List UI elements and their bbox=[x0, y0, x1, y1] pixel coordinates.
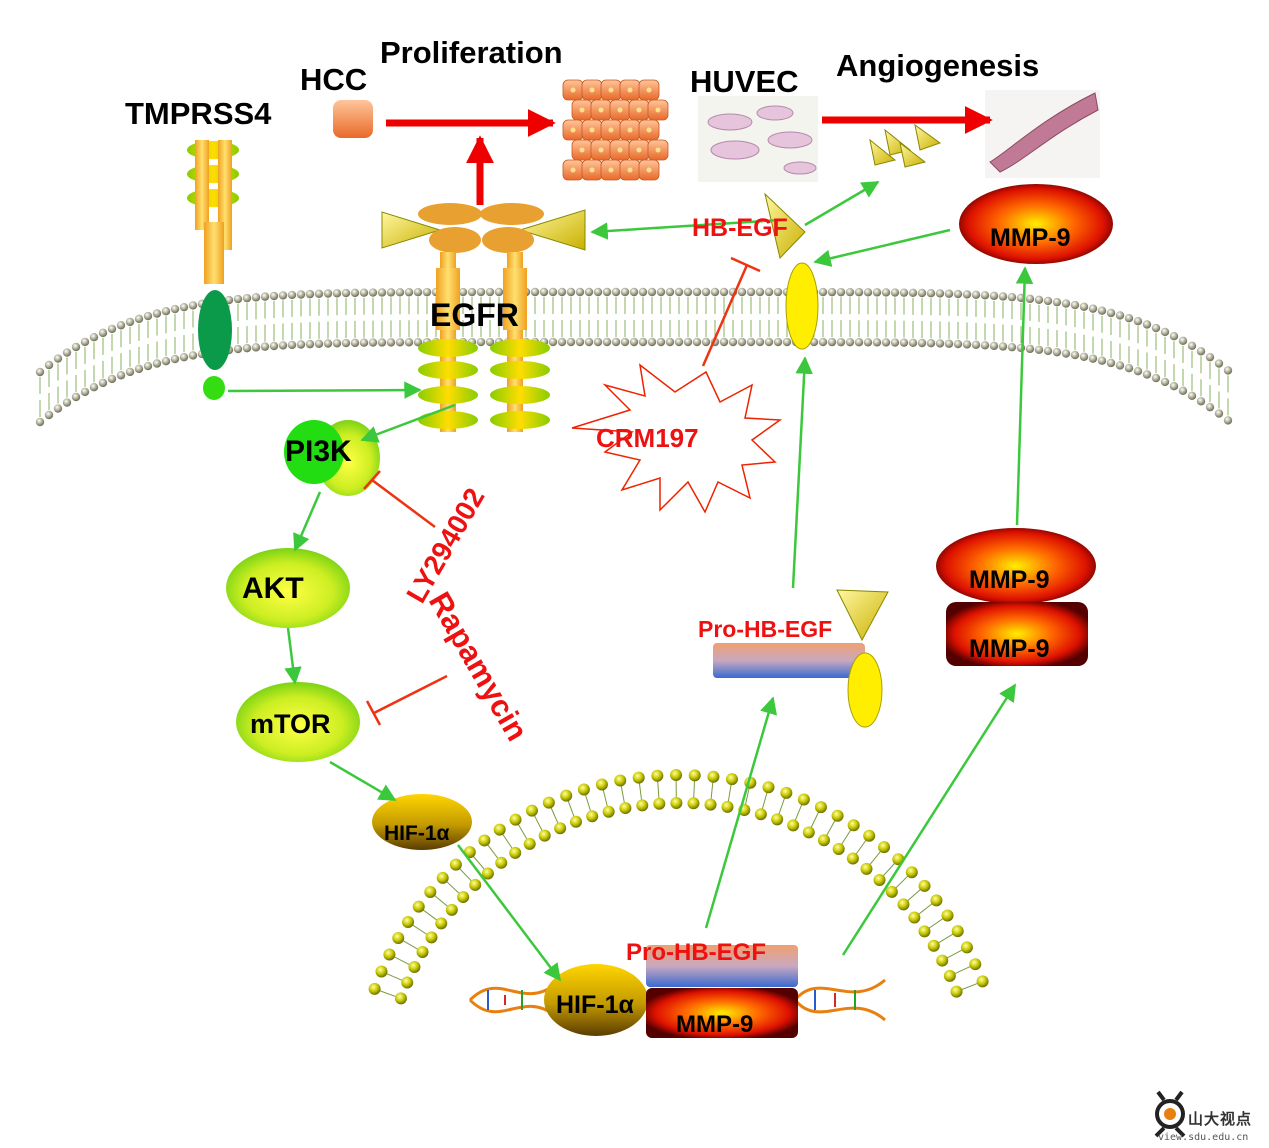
egfr-label: EGFR bbox=[430, 297, 519, 333]
watermark-brand: 山大视点 bbox=[1188, 1110, 1253, 1128]
sdu-logo-icon bbox=[1154, 1090, 1186, 1138]
crm197-label: CRM197 bbox=[596, 423, 699, 453]
dna-helix-icon bbox=[468, 978, 886, 1022]
huvec-cells-icon bbox=[698, 96, 818, 182]
hb-egf-egfr-arrow bbox=[590, 218, 781, 240]
mmp9-enzyme bbox=[936, 528, 1096, 604]
gene-pro-hb-egf-arrow bbox=[704, 696, 777, 929]
watermark-url: view.sdu.edu.cn bbox=[1158, 1132, 1249, 1143]
mmp9-cleavage-arrow bbox=[813, 228, 951, 267]
pro-hb-egf-cytoplasm bbox=[713, 589, 889, 728]
hcc-label: HCC bbox=[300, 62, 367, 97]
mmp9-secretion-arrow bbox=[1015, 266, 1034, 526]
mmp9-gene-label: MMP-9 bbox=[676, 1011, 753, 1038]
inhibition-lines bbox=[363, 256, 761, 726]
mmp9-top-label: MMP-9 bbox=[990, 224, 1071, 252]
hif1a-cytoplasm bbox=[372, 794, 472, 850]
akt-label: AKT bbox=[242, 572, 304, 605]
hb-egf-membrane bbox=[764, 192, 819, 350]
hif1a-nucleus-label: HIF-1α bbox=[556, 991, 635, 1019]
akt-protein bbox=[226, 548, 350, 628]
egfr-pi3k-arrow bbox=[360, 403, 456, 443]
nuclear-membrane bbox=[368, 769, 989, 1005]
proliferating-cells-icon bbox=[562, 79, 669, 181]
pro-hb-egf-label: Pro-HB-EGF bbox=[698, 616, 832, 642]
mtor-label: mTOR bbox=[250, 709, 331, 739]
tmprss4-label: TMPRSS4 bbox=[125, 96, 272, 131]
mmp9-secreted bbox=[959, 184, 1113, 264]
mmp9-gene bbox=[646, 988, 798, 1038]
blood-vessel-icon bbox=[985, 90, 1100, 178]
mmp9-enzyme-label: MMP-9 bbox=[969, 566, 1050, 594]
rapamycin-label: Rapamycin bbox=[422, 586, 535, 747]
crm197-star bbox=[571, 363, 783, 514]
mtor-hif1a-arrow bbox=[329, 760, 397, 802]
gene-mmp9-arrow bbox=[841, 683, 1017, 956]
hif1a-nucleus-arrow bbox=[457, 844, 562, 982]
hb-egf-label: HB-EGF bbox=[692, 214, 788, 242]
egfr-receptor bbox=[381, 203, 586, 432]
hcc-cell-icon bbox=[333, 100, 373, 138]
mmp9-precursor-label: MMP-9 bbox=[969, 635, 1050, 663]
mtor-protein bbox=[236, 682, 360, 762]
rapamycin-inhibition bbox=[373, 674, 448, 715]
pi3k-akt-arrow bbox=[293, 491, 322, 552]
hb-egf-ligands-icon bbox=[869, 123, 942, 168]
angiogenesis-label: Angiogenesis bbox=[836, 48, 1039, 83]
tmprss4-protein bbox=[187, 140, 239, 400]
tmprss4-egfr-arrow bbox=[227, 381, 422, 399]
pi3k-label: PI3K bbox=[285, 435, 352, 468]
akt-mtor-arrow bbox=[284, 627, 302, 685]
proliferation-label: Proliferation bbox=[380, 35, 563, 70]
activation-arrows bbox=[227, 180, 1034, 982]
hb-egf-huvec-arrow bbox=[804, 180, 880, 227]
pro-hb-egf-nucleus-label: Pro-HB-EGF bbox=[626, 939, 766, 966]
mmp9-precursor bbox=[946, 602, 1088, 666]
hif1a-label: HIF-1α bbox=[384, 822, 450, 845]
huvec-label: HUVEC bbox=[690, 64, 799, 99]
crm197-inhibition bbox=[701, 264, 749, 367]
hif1a-nucleus bbox=[544, 964, 648, 1036]
pro-hb-egf-membrane-arrow bbox=[791, 356, 813, 589]
pro-hb-egf-gene bbox=[646, 945, 798, 987]
ly294002-inhibition bbox=[371, 478, 436, 529]
